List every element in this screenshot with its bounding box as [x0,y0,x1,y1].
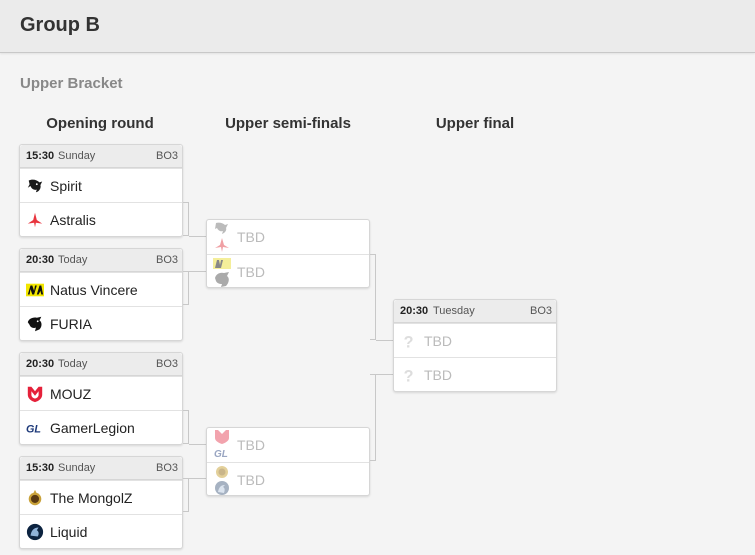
team-row[interactable]: ? TBD [394,323,556,357]
team-name: TBD [237,472,265,488]
match-time: 15:30 [26,150,55,162]
team-row[interactable]: FURIA [20,306,182,340]
match-time: 20:30 [26,358,55,370]
team-name: Natus Vincere [50,282,138,298]
team-row[interactable]: TBD [207,462,369,496]
team-name: Liquid [50,524,88,540]
team-name: MOUZ [50,386,92,402]
mouz-gamerlegion-placeholder-icon: GL [214,430,229,460]
match-header: 15:30 Sunday BO3 [20,457,182,480]
match-time: 20:30 [26,254,55,266]
team-row[interactable]: GL GamerLegion [20,410,182,444]
bracket-connector [189,444,206,445]
question-mark-icon: ? [404,333,414,350]
liquid-horse-icon [26,523,44,541]
match-header: 15:30 Sunday BO3 [20,145,182,168]
astralis-star-icon [27,212,43,228]
group-title: Group B [20,14,100,36]
spirit-astralis-placeholder-icon [215,222,229,252]
match-card-semi-1[interactable]: TBD TBD [206,219,370,288]
match-card-opening-1[interactable]: 15:30 Sunday BO3 Spirit Astralis [19,144,183,237]
team-name: TBD [237,264,265,280]
team-name: TBD [424,367,452,383]
team-row[interactable]: Natus Vincere [20,272,182,306]
bracket-connector [370,254,376,340]
match-card-opening-4[interactable]: 15:30 Sunday BO3 The MongolZ Liquid [19,456,183,549]
match-time: 15:30 [26,462,55,474]
bracket-connector [189,478,206,479]
match-day: Today [58,254,88,266]
bracket-connector [189,236,206,237]
bracket-connector [183,478,189,512]
svg-text:?: ? [404,367,414,384]
team-name: FURIA [50,316,92,332]
team-row[interactable]: ? TBD [394,357,556,391]
navi-logo-icon [26,283,44,297]
team-name: GamerLegion [50,420,135,436]
bracket-connector [189,271,206,272]
match-header: 20:30 Tuesday BO3 [394,300,556,323]
spirit-dragon-icon [27,179,43,193]
match-day: Sunday [58,150,96,162]
svg-text:?: ? [404,333,414,350]
round-title-semis: Upper semi-finals [225,115,351,132]
match-time: 20:30 [400,305,429,317]
team-row[interactable]: GL TBD [207,428,369,462]
mongolz-emblem-icon [28,489,42,506]
match-header: 20:30 Today BO3 [20,353,182,376]
match-card-semi-2[interactable]: GL TBD TBD [206,427,370,496]
round-title-final: Upper final [435,115,515,132]
match-header: 20:30 Today BO3 [20,249,182,272]
match-card-opening-2[interactable]: 20:30 Today BO3 Natus Vincere FURIA [19,248,183,341]
match-day: Today [58,358,88,370]
navi-furia-placeholder-icon [213,258,231,287]
match-day: Sunday [58,462,96,474]
team-name: Astralis [50,212,96,228]
match-format: BO3 [155,358,178,370]
team-row[interactable]: Liquid [20,514,182,548]
round-title-opening: Opening round [46,115,154,132]
bracket-connector [376,374,393,375]
svg-text:GL: GL [214,449,228,460]
match-card-opening-3[interactable]: 20:30 Today BO3 MOUZ GL GamerLegion [19,352,183,445]
bracket-connector [376,340,393,341]
team-row[interactable]: MOUZ [20,376,182,410]
match-day: Tuesday [433,305,475,317]
team-row[interactable]: The MongolZ [20,480,182,514]
team-row[interactable]: TBD [207,254,369,288]
team-name: TBD [237,437,265,453]
gamerlegion-gl-icon: GL [26,424,41,436]
match-format: BO3 [529,305,552,317]
svg-text:GL: GL [26,424,41,436]
team-name: Spirit [50,178,82,194]
team-row[interactable]: Astralis [20,202,182,236]
question-mark-icon: ? [404,367,414,384]
match-card-final[interactable]: 20:30 Tuesday BO3 ? TBD ? TBD [393,299,557,392]
bracket-section-label: Upper Bracket [20,75,123,92]
team-name: TBD [424,333,452,349]
bracket-connector [183,271,189,305]
bracket-connector [183,202,189,236]
team-row[interactable]: TBD [207,220,369,254]
team-name: The MongolZ [50,490,133,506]
match-format: BO3 [155,462,178,474]
bracket-connector [183,410,189,444]
team-row[interactable]: Spirit [20,168,182,202]
mongolz-liquid-placeholder-icon [215,466,229,495]
match-format: BO3 [155,150,178,162]
team-name: TBD [237,229,265,245]
bracket-connector [370,374,376,461]
furia-panther-icon [27,316,42,332]
group-header: Group B [0,0,755,53]
match-format: BO3 [155,254,178,266]
mouz-shield-icon [27,386,43,403]
